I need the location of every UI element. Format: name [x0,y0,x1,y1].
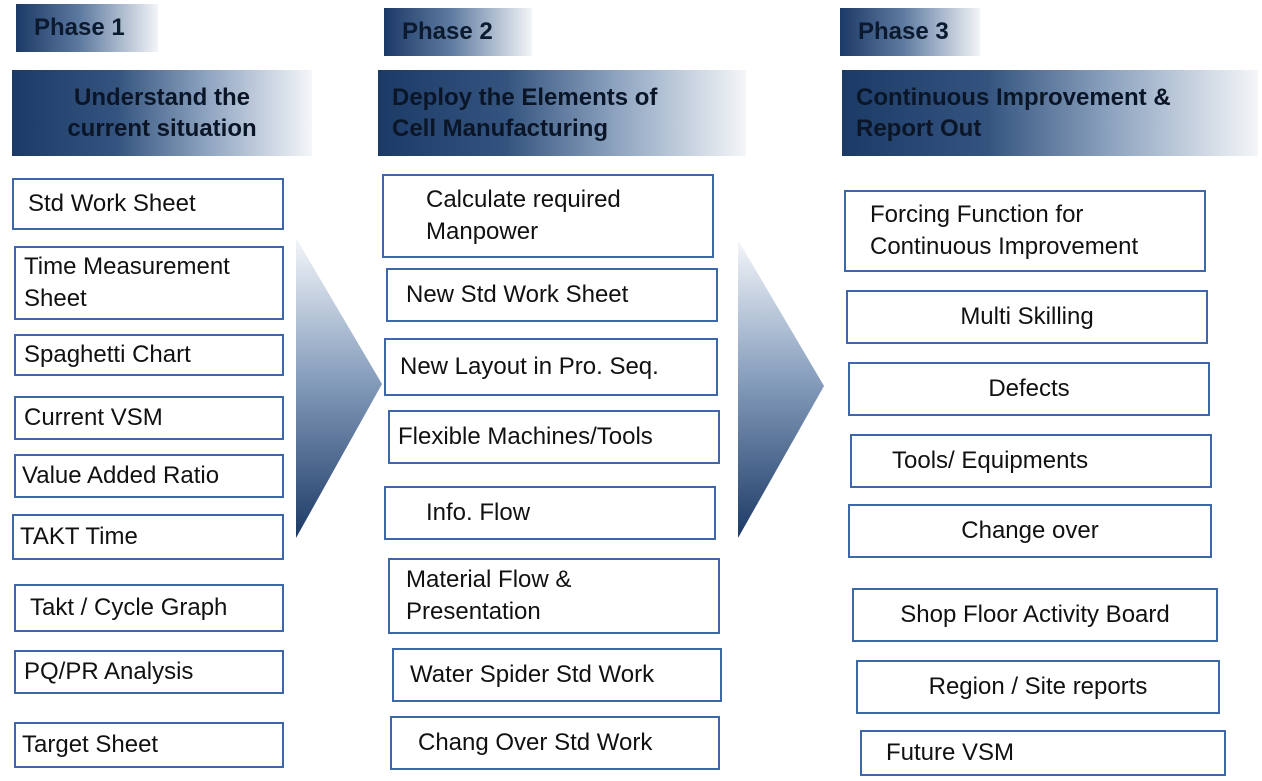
phase-2-item-chang-over-std-work: Chang Over Std Work [390,716,720,770]
item-label: New Std Work Sheet [406,281,629,308]
item-label: Defects [988,375,1070,402]
item-label: Manpower [426,218,539,245]
item-label: Flexible Machines/Tools [398,423,653,450]
phase-3-item-change-over: Change over [848,504,1212,558]
phase-2-tab: Phase 2 [384,8,532,56]
phase-3-item-shop-floor-activity-board: Shop Floor Activity Board [852,588,1218,642]
item-label: Time Measurement [24,253,230,280]
phase-1-header-line-2: current situation [67,115,257,142]
item-label: New Layout in Pro. Seq. [400,353,659,380]
phase-3-item-future-vsm: Future VSM [860,730,1226,776]
item-label: Presentation [406,598,541,625]
phase-1-header-line-1: Understand the [73,84,250,111]
item-label: Future VSM [886,739,1015,766]
phase-3-tab: Phase 3 [840,8,980,56]
phase-2-item-material-flow-presentation: Material Flow & Presentation [388,558,720,634]
phase-1-item-current-vsm: Current VSM [14,396,284,440]
phase-1-item-takt-time: TAKT Time [12,514,284,560]
phase-3-item-forcing-function: Forcing Function for Continuous Improvem… [844,190,1206,272]
phase-2-item-new-std-work-sheet: New Std Work Sheet [386,268,718,322]
item-label: Chang Over Std Work [418,729,653,756]
item-label: Calculate required [426,186,621,213]
item-label: Sheet [24,285,87,312]
item-label: Region / Site reports [928,673,1148,700]
item-label: Std Work Sheet [28,190,196,217]
phase-1-item-pq-pr-analysis: PQ/PR Analysis [14,650,284,694]
item-label: Continuous Improvement [870,233,1139,260]
phase-1-item-std-work-sheet: Std Work Sheet [12,178,284,230]
item-label: Water Spider Std Work [410,661,655,688]
item-label: TAKT Time [20,523,138,550]
item-label: Change over [961,517,1099,544]
phase-1-to-2-arrow-icon [296,238,382,538]
phase-1-item-spaghetti-chart: Spaghetti Chart [14,334,284,376]
phase-2-header: Deploy the Elements of Cell Manufacturin… [378,70,746,156]
phase-1-tab: Phase 1 [16,4,158,52]
phase-1-item-takt-cycle-graph: Takt / Cycle Graph [14,584,284,632]
item-label: Info. Flow [426,499,531,526]
phase-3-header-line-1: Continuous Improvement & [856,84,1171,111]
item-label: Forcing Function for [870,201,1084,228]
phase-2-item-new-layout: New Layout in Pro. Seq. [384,338,718,396]
phase-3-header: Continuous Improvement & Report Out [842,70,1258,156]
item-label: Tools/ Equipments [892,447,1089,474]
phase-3-header-line-2: Report Out [856,115,982,142]
phase-2-header-line-1: Deploy the Elements of [392,84,658,111]
item-label: Current VSM [24,404,163,431]
item-label: Spaghetti Chart [24,341,191,368]
item-label: Shop Floor Activity Board [900,601,1170,628]
phase-3-item-multi-skilling: Multi Skilling [846,290,1208,344]
phase-3-item-tools-equipments: Tools/ Equipments [850,434,1212,488]
phase-2-to-3-arrow-icon [738,240,824,538]
item-label: Target Sheet [22,731,159,758]
phase-2-item-calculate-manpower: Calculate required Manpower [382,174,714,258]
phase-2-header-line-2: Cell Manufacturing [392,115,609,142]
phase-3-item-region-site-reports: Region / Site reports [856,660,1220,714]
phase-2-item-info-flow: Info. Flow [384,486,716,540]
phase-1-item-value-added-ratio: Value Added Ratio [14,454,284,498]
item-label: Value Added Ratio [22,462,220,489]
phase-1-item-target-sheet: Target Sheet [14,722,284,768]
phase-2-item-flexible-machines-tools: Flexible Machines/Tools [388,410,720,464]
phase-1-item-time-measurement-sheet: Time Measurement Sheet [14,246,284,320]
phase-3-item-defects: Defects [848,362,1210,416]
item-label: Takt / Cycle Graph [30,594,228,621]
item-label: Multi Skilling [960,303,1094,330]
phase-2-item-water-spider-std-work: Water Spider Std Work [392,648,722,702]
phase-1-header: Understand the current situation [12,70,312,156]
item-label: Material Flow & [406,566,572,593]
item-label: PQ/PR Analysis [24,658,194,685]
